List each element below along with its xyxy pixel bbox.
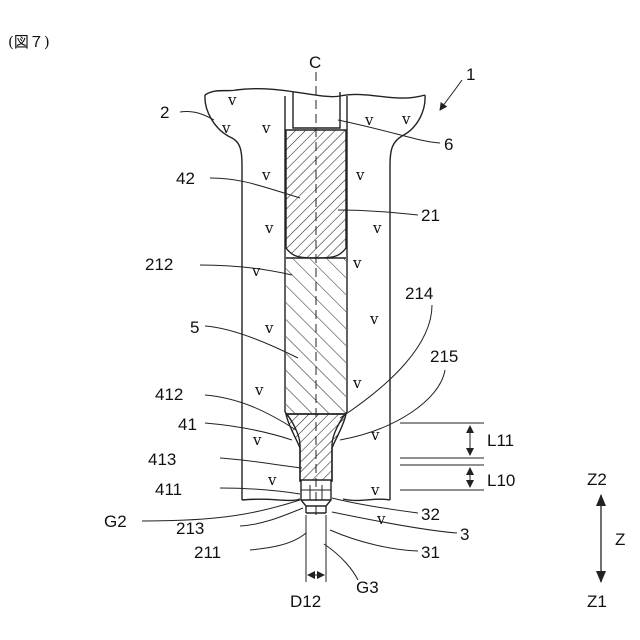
- svg-text:v: v: [264, 319, 274, 337]
- svg-text:v: v: [251, 262, 261, 280]
- label-1: 1: [466, 65, 475, 84]
- label-g3: G3: [356, 578, 379, 597]
- label-5: 5: [190, 318, 199, 337]
- svg-text:v: v: [261, 119, 271, 137]
- svg-text:v: v: [355, 166, 365, 184]
- label-214: 214: [405, 284, 433, 303]
- label-42: 42: [176, 169, 195, 188]
- label-g2: G2: [104, 512, 127, 531]
- label-21: 21: [421, 206, 440, 225]
- svg-text:v: v: [372, 219, 382, 237]
- label-c: C: [309, 53, 321, 72]
- label-31: 31: [421, 543, 440, 562]
- label-213: 213: [176, 519, 204, 538]
- label-215: 215: [430, 347, 458, 366]
- svg-text:v: v: [227, 91, 237, 109]
- label-2: 2: [160, 103, 169, 122]
- label-41: 41: [178, 415, 197, 434]
- label-413: 413: [148, 450, 176, 469]
- svg-text:v: v: [370, 481, 380, 499]
- svg-text:v: v: [261, 166, 271, 184]
- label-z1: Z1: [587, 592, 607, 611]
- svg-text:v: v: [401, 110, 411, 128]
- label-d12: D12: [290, 592, 321, 611]
- label-l11: L11: [487, 431, 514, 450]
- label-411: 411: [155, 480, 182, 499]
- resistor-5: [286, 258, 346, 413]
- svg-text:v: v: [221, 119, 231, 137]
- figure-caption: (図７): [8, 33, 50, 51]
- svg-text:v: v: [376, 510, 386, 528]
- label-z: Z: [615, 530, 625, 549]
- label-z2: Z2: [587, 470, 607, 489]
- svg-text:v: v: [254, 381, 264, 399]
- svg-text:v: v: [352, 254, 362, 272]
- svg-text:v: v: [252, 431, 262, 449]
- svg-text:v: v: [369, 310, 379, 328]
- label-212: 212: [145, 255, 173, 274]
- svg-text:v: v: [370, 426, 380, 444]
- svg-text:v: v: [267, 471, 277, 489]
- svg-text:v: v: [352, 374, 362, 392]
- label-3: 3: [460, 525, 469, 544]
- label-412: 412: [155, 385, 183, 404]
- label-l10: L10: [487, 471, 515, 490]
- label-211: 211: [194, 543, 221, 562]
- svg-text:v: v: [264, 219, 274, 237]
- label-6: 6: [444, 135, 453, 154]
- label-32: 32: [421, 505, 440, 524]
- z-direction-indicator: Z2 Z Z1: [587, 470, 625, 611]
